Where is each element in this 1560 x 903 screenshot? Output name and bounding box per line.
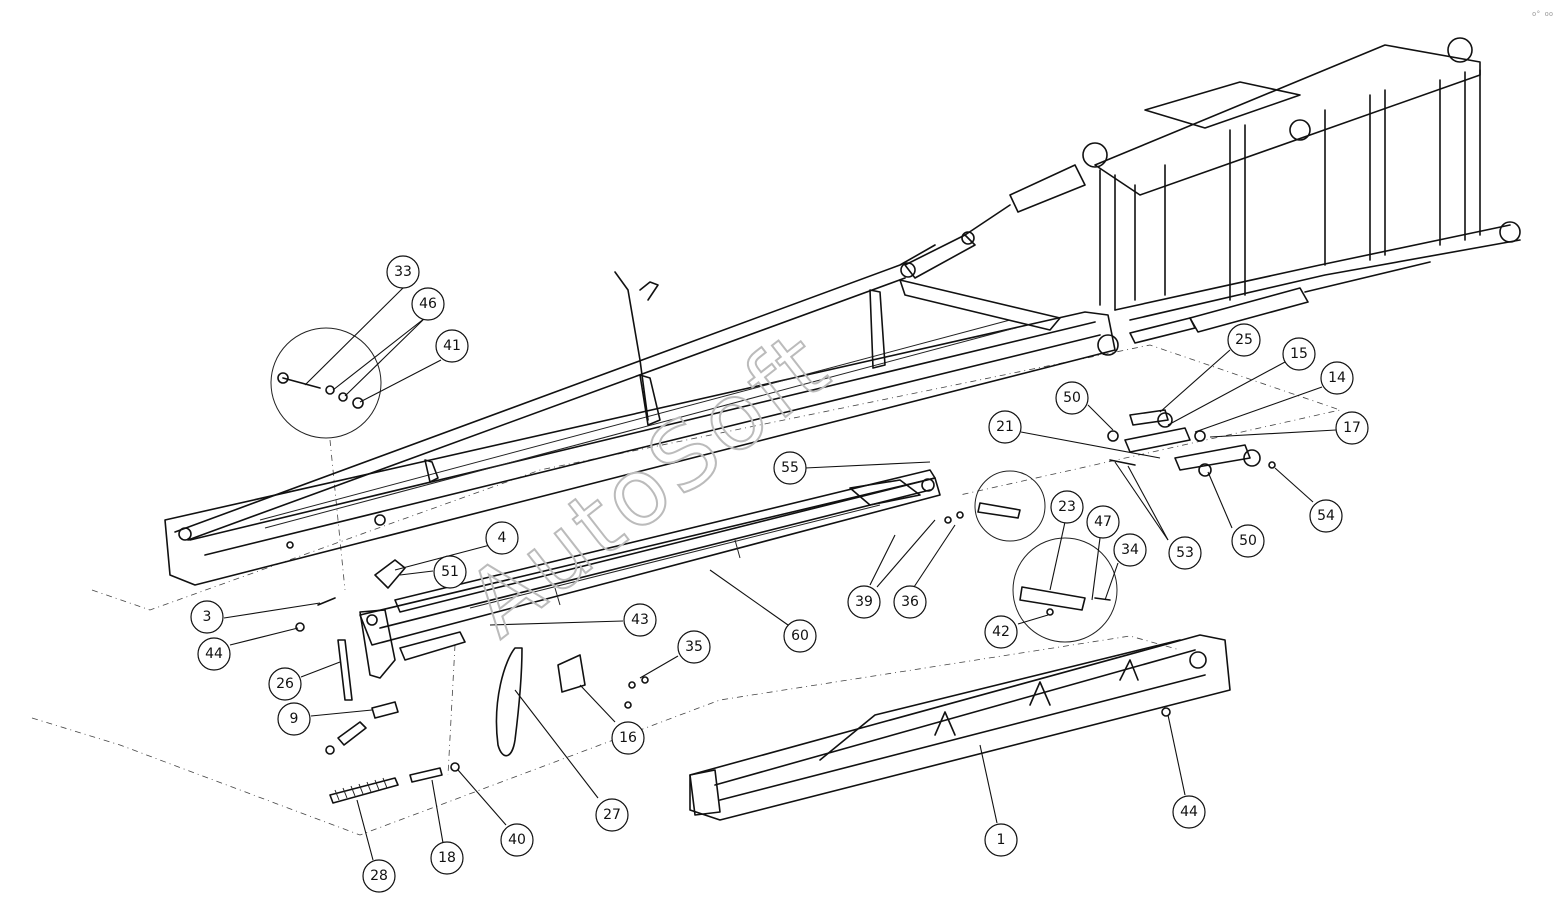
svg-text:15: 15 [1290,346,1308,362]
svg-text:44: 44 [1180,804,1198,820]
svg-text:1: 1 [997,832,1006,848]
callout-3: 3 [190,600,224,634]
callout-27: 27 [595,798,629,832]
svg-text:43: 43 [631,612,649,628]
svg-text:44: 44 [205,646,223,662]
svg-text:25: 25 [1235,332,1253,348]
callout-54: 54 [1309,499,1343,533]
svg-text:47: 47 [1094,514,1112,530]
svg-text:21: 21 [996,419,1014,435]
svg-text:14: 14 [1328,370,1346,386]
callout-28: 28 [362,859,396,893]
callout-26: 26 [268,667,302,701]
callout-16: 16 [611,721,645,755]
assembly-guide-lines [31,344,1342,836]
callout-42: 42 [984,615,1018,649]
leader-lines [223,287,1337,861]
svg-text:9: 9 [290,711,299,727]
callout-33: 33 [386,255,420,289]
svg-text:51: 51 [441,564,459,580]
svg-text:50: 50 [1063,390,1081,406]
svg-text:28: 28 [370,868,388,884]
main-boom-frame [164,164,1116,586]
callout-36: 36 [893,585,927,619]
svg-text:54: 54 [1317,508,1335,524]
svg-text:34: 34 [1121,542,1139,558]
center-frame [1082,37,1521,356]
callout-43: 43 [623,603,657,637]
callout-60: 60 [783,619,817,653]
callout-23: 23 [1050,490,1084,524]
svg-text:50: 50 [1239,533,1257,549]
svg-text:39: 39 [855,594,873,610]
svg-text:3: 3 [203,609,212,625]
callout-1: 1 [984,823,1018,857]
callout-9: 9 [277,702,311,736]
svg-text:41: 41 [443,338,461,354]
callout-55: 55 [773,451,807,485]
svg-text:55: 55 [781,460,799,476]
callout-46: 46 [411,287,445,321]
callout-50-upper: 50 [1055,381,1089,415]
callout-40: 40 [500,823,534,857]
callout-17: 17 [1335,411,1369,445]
callout-14: 14 [1320,361,1354,395]
callout-53: 53 [1168,536,1202,570]
callout-41: 41 [435,329,469,363]
callout-21: 21 [988,410,1022,444]
callout-50-lower: 50 [1231,524,1265,558]
callout-18: 18 [430,841,464,875]
svg-text:17: 17 [1343,420,1361,436]
callout-25: 25 [1227,323,1261,357]
corner-mark: o° oo [1532,10,1553,18]
callout-44-left: 44 [197,637,231,671]
callout-15: 15 [1282,337,1316,371]
svg-text:40: 40 [508,832,526,848]
svg-text:23: 23 [1058,499,1076,515]
svg-text:16: 16 [619,730,637,746]
svg-text:26: 26 [276,676,294,692]
callout-51: 51 [433,555,467,589]
callout-35: 35 [677,630,711,664]
svg-text:4: 4 [498,530,507,546]
small-parts [270,327,1276,804]
svg-text:35: 35 [685,639,703,655]
callout-34: 34 [1113,533,1147,567]
svg-text:53: 53 [1176,545,1194,561]
svg-text:33: 33 [394,264,412,280]
svg-text:18: 18 [438,850,456,866]
svg-text:60: 60 [791,628,809,644]
callout-bubbles: 33 46 41 25 15 14 50 21 17 55 4 51 3 44 … [190,255,1369,893]
boom-section-1 [689,634,1231,821]
svg-text:46: 46 [419,296,437,312]
svg-text:42: 42 [992,624,1010,640]
callout-4: 4 [485,521,519,555]
callout-44-right: 44 [1172,795,1206,829]
callout-47: 47 [1086,505,1120,539]
boom-section-60 [359,469,941,679]
svg-text:36: 36 [901,594,919,610]
callout-39: 39 [847,585,881,619]
svg-text:27: 27 [603,807,621,823]
